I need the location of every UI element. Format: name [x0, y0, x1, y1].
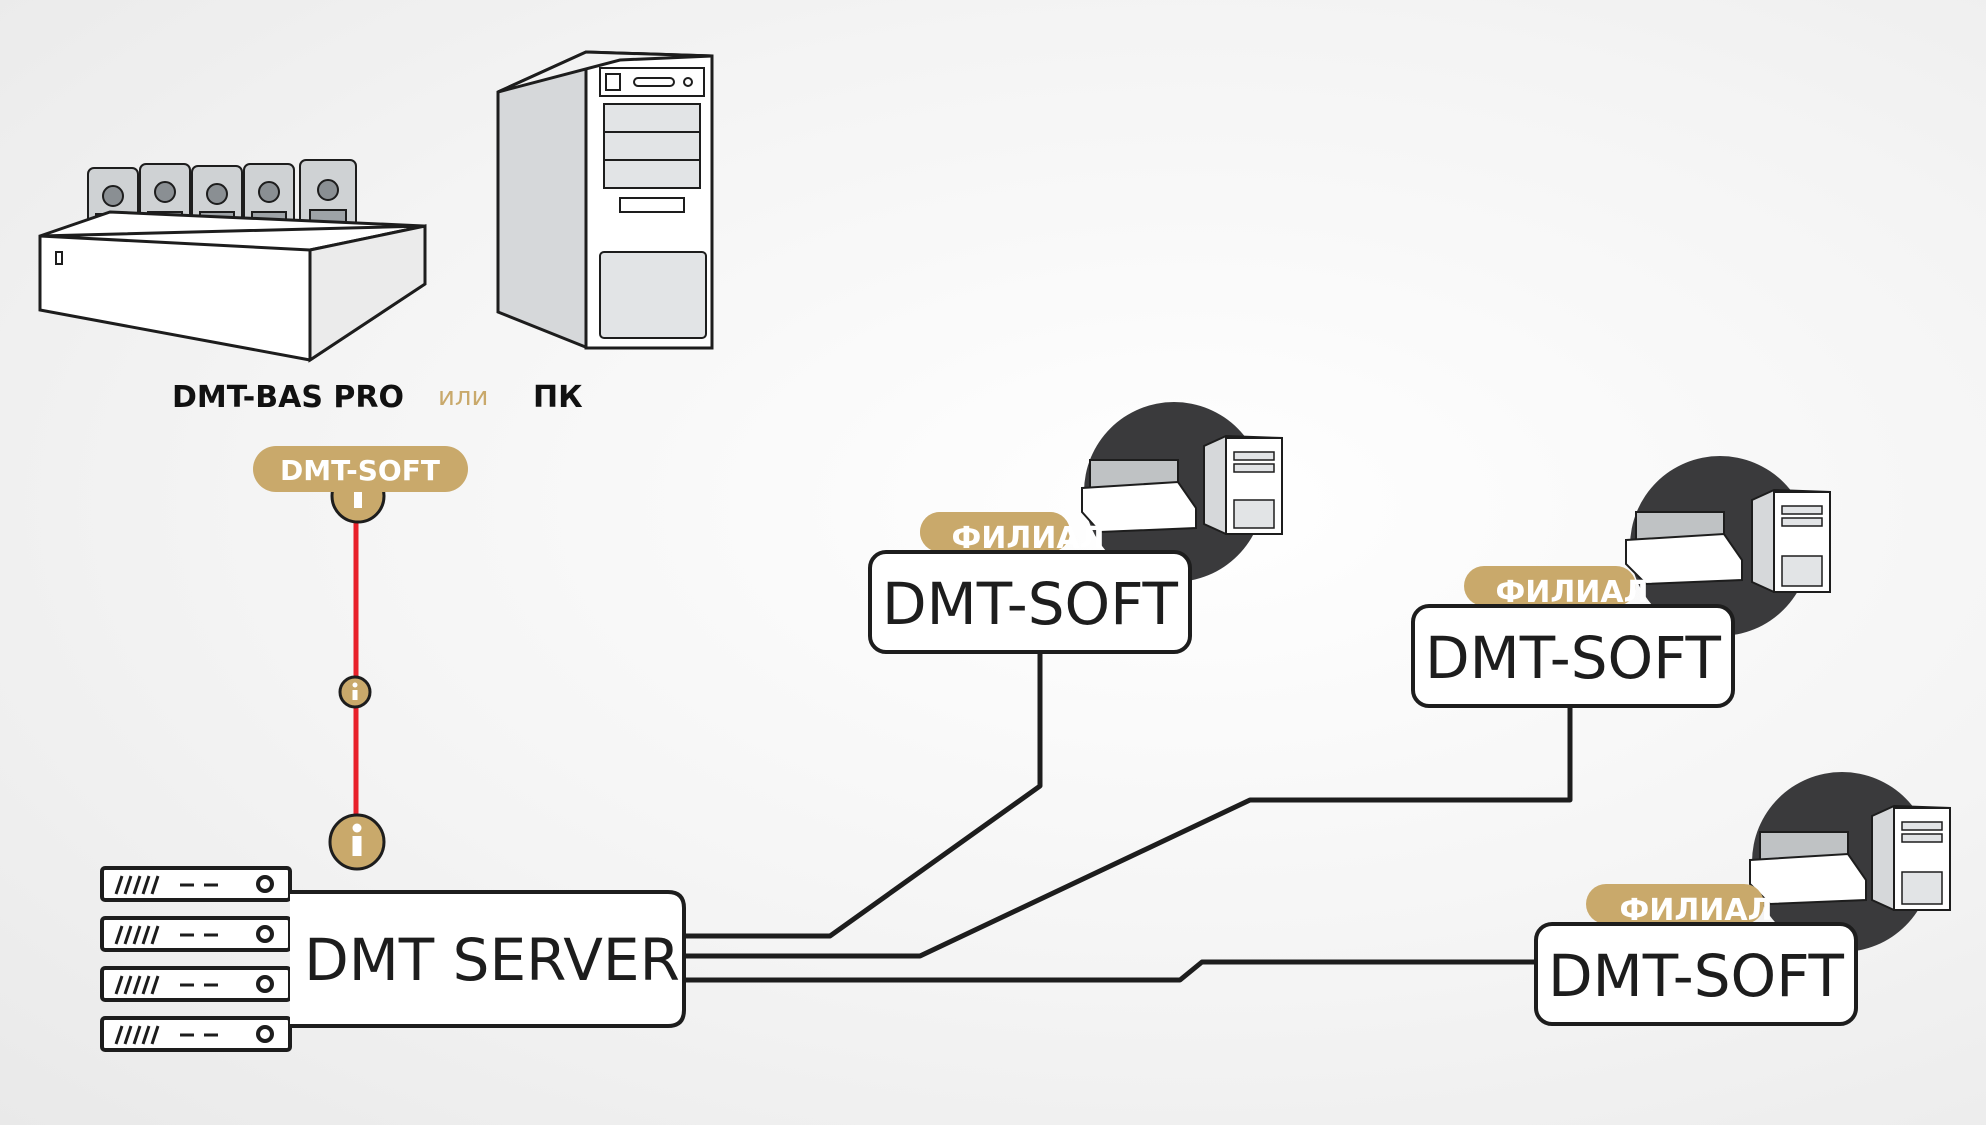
dmt-server-box: DMT SERVER	[290, 890, 686, 1028]
device-label-pc: ПК	[533, 380, 583, 415]
docking-station-illustration	[38, 159, 427, 363]
branch-connections	[686, 650, 1573, 983]
branch-software-label: DMT-SOFT	[882, 570, 1179, 638]
branch-equipment-icon	[1625, 456, 1831, 636]
branch-equipment-icon	[1081, 402, 1283, 582]
info-icon	[328, 813, 386, 871]
local-dmt-soft-label: DMT-SOFT	[280, 454, 440, 487]
branch-node: ФИЛИАЛ DMT-SOFT	[1534, 772, 1951, 1026]
branch-software-label: DMT-SOFT	[1548, 942, 1845, 1010]
branch-node: ФИЛИАЛ DMT-SOFT	[1411, 456, 1831, 708]
branch-software-label: DMT-SOFT	[1425, 624, 1722, 692]
info-icon	[338, 675, 372, 709]
dmt-server-label: DMT SERVER	[304, 926, 680, 994]
server-rack-icon	[100, 866, 292, 1052]
device-label-dmt-bas-pro: DMT-BAS PRO	[172, 380, 404, 415]
separator-label-or: или	[438, 382, 488, 412]
local-dmt-soft-badge: DMT-SOFT	[253, 446, 468, 492]
pc-tower-illustration	[496, 50, 714, 350]
upload-link	[328, 468, 386, 871]
branch-node: ФИЛИАЛ DMT-SOFT	[868, 402, 1283, 654]
branch-equipment-icon	[1749, 772, 1951, 952]
